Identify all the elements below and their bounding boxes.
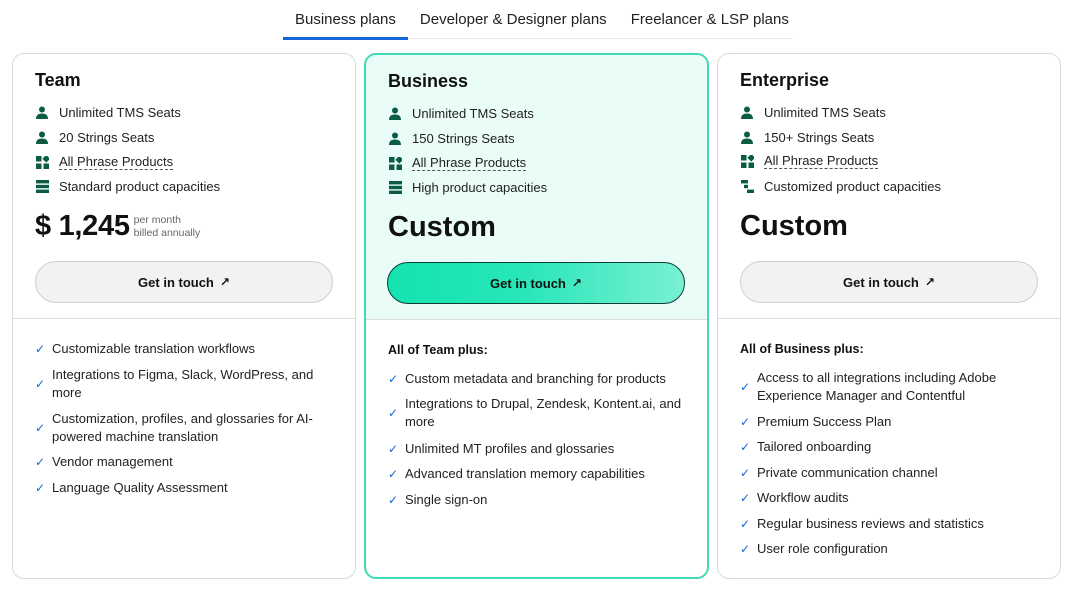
list-item: ✓Advanced translation memory capabilitie… [388, 466, 645, 481]
includes-heading: All of Business plus: [740, 342, 864, 356]
check-icon: ✓ [388, 372, 399, 386]
stack-icon [388, 181, 402, 195]
plan-title: Team [35, 70, 81, 90]
check-icon: ✓ [35, 421, 46, 435]
user-icon [388, 107, 402, 121]
user-icon [388, 132, 402, 146]
user-icon [740, 131, 754, 145]
list-item: ✓Integrations to Figma, Slack, WordPress… [35, 367, 314, 400]
check-icon: ✓ [35, 455, 46, 469]
plan-includes: All of Team plus: ✓Custom metadata and b… [366, 320, 707, 577]
divider [366, 319, 707, 320]
check-icon: ✓ [740, 491, 751, 505]
plan-card-team: Team Unlimited TMS Seats 20 Strings Seat… [12, 53, 356, 579]
list-item: ✓Custom metadata and branching for produ… [388, 371, 666, 386]
check-icon: ✓ [388, 493, 399, 507]
list-item: ✓Vendor management [35, 454, 173, 469]
list-item: ✓Customization, profiles, and glossaries… [35, 411, 313, 444]
list-item: ✓Unlimited MT profiles and glossaries [388, 441, 615, 456]
plan-includes: All of Business plus: ✓Access to all int… [718, 319, 1060, 578]
list-item: ✓Premium Success Plan [740, 414, 892, 429]
plan-feature: 150 Strings Seats [388, 131, 515, 146]
list-item: ✓Private communication channel [740, 465, 938, 480]
all-products-link[interactable]: All Phrase Products [764, 153, 879, 169]
get-in-touch-button[interactable]: Get in touch↗ [387, 262, 685, 304]
tab-developer-designer-plans[interactable]: Developer & Designer plans [419, 11, 607, 28]
plan-feature: All Phrase Products [35, 154, 174, 170]
price-billing: billed annually [133, 227, 201, 239]
check-icon: ✓ [35, 342, 46, 356]
check-icon: ✓ [35, 481, 46, 495]
check-icon: ✓ [740, 440, 751, 454]
check-icon: ✓ [35, 377, 46, 391]
stack-icon [35, 180, 49, 194]
grid-icon [740, 155, 754, 169]
plan-feature: Unlimited TMS Seats [35, 105, 181, 120]
user-icon [35, 131, 49, 145]
plan-price: Custom [388, 211, 496, 243]
list-item: ✓Customizable translation workflows [35, 341, 256, 356]
check-icon: ✓ [388, 406, 399, 420]
plan-feature: High product capacities [388, 180, 547, 195]
check-icon: ✓ [388, 467, 399, 481]
arrow-up-right-icon: ↗ [571, 276, 582, 290]
grid-icon [35, 156, 49, 170]
custom-stack-icon [740, 180, 754, 194]
plan-feature: Customized product capacities [740, 179, 941, 194]
plan-feature: Standard product capacities [35, 179, 220, 194]
list-item: ✓Regular business reviews and statistics [740, 516, 984, 531]
list-item: ✓Workflow audits [740, 490, 849, 505]
check-icon: ✓ [740, 517, 751, 531]
check-icon: ✓ [388, 442, 399, 456]
all-products-link[interactable]: All Phrase Products [59, 154, 174, 170]
includes-heading: All of Team plus: [388, 343, 488, 357]
arrow-up-right-icon: ↗ [219, 275, 230, 289]
plan-includes: ✓Customizable translation workflows ✓Int… [13, 319, 355, 578]
plan-feature: All Phrase Products [740, 153, 879, 169]
tab-freelancer-lsp-plans[interactable]: Freelancer & LSP plans [630, 11, 789, 28]
user-icon [740, 106, 754, 120]
list-item: ✓Single sign-on [388, 492, 488, 507]
plan-card-enterprise: Enterprise Unlimited TMS Seats 150+ Stri… [717, 53, 1061, 579]
plan-card-business: Business Unlimited TMS Seats 150 Strings… [364, 53, 709, 579]
divider [13, 318, 355, 319]
get-in-touch-button[interactable]: Get in touch↗ [35, 261, 333, 303]
divider [718, 318, 1060, 319]
plan-title: Enterprise [740, 70, 830, 90]
plan-feature: Unlimited TMS Seats [740, 105, 886, 120]
plan-feature: 150+ Strings Seats [740, 130, 874, 145]
grid-icon [388, 157, 402, 171]
plan-feature: Unlimited TMS Seats [388, 106, 534, 121]
check-icon: ✓ [740, 542, 751, 556]
list-item: ✓Access to all integrations including Ad… [740, 370, 997, 403]
plan-feature: All Phrase Products [388, 155, 527, 171]
get-in-touch-button[interactable]: Get in touch↗ [740, 261, 1038, 303]
arrow-up-right-icon: ↗ [924, 275, 935, 289]
user-icon [35, 106, 49, 120]
check-icon: ✓ [740, 466, 751, 480]
all-products-link[interactable]: All Phrase Products [412, 155, 527, 171]
tab-business-plans[interactable]: Business plans [283, 0, 408, 40]
list-item: ✓Integrations to Drupal, Zendesk, Konten… [388, 396, 682, 429]
check-icon: ✓ [740, 415, 751, 429]
price-period: per month [133, 214, 181, 226]
plan-title: Business [388, 71, 469, 91]
plan-feature: 20 Strings Seats [35, 130, 154, 145]
plan-price: Custom [740, 210, 848, 242]
plan-tabs: Business plans Developer & Designer plan… [283, 0, 793, 40]
list-item: ✓Tailored onboarding [740, 439, 872, 454]
list-item: ✓User role configuration [740, 541, 888, 556]
check-icon: ✓ [740, 380, 751, 394]
list-item: ✓Language Quality Assessment [35, 480, 228, 495]
